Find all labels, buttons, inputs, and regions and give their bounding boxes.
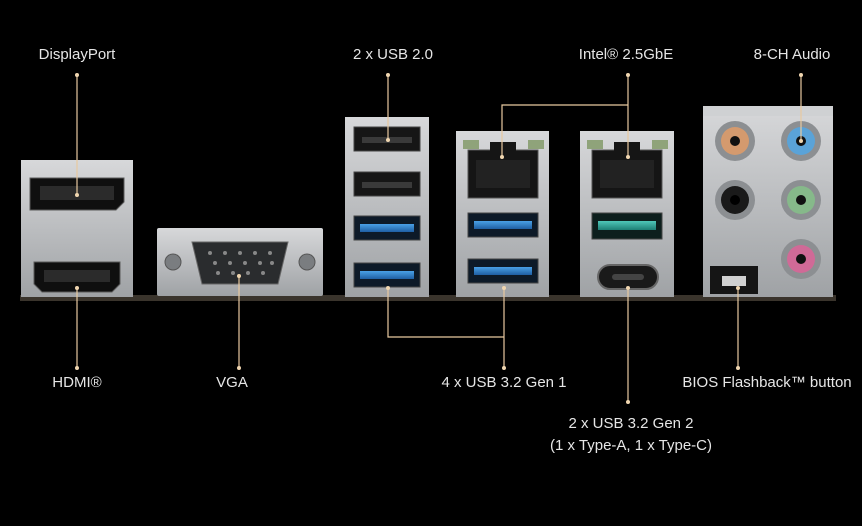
audio-jack-pink bbox=[781, 239, 821, 279]
io-baseplate bbox=[20, 295, 836, 301]
usb-stack-left bbox=[345, 117, 429, 297]
label-displayport: DisplayPort bbox=[38, 46, 116, 63]
audio-jack-orange bbox=[715, 121, 755, 161]
label-hdmi: HDMI® bbox=[52, 374, 102, 391]
lan-usb-stack bbox=[456, 131, 549, 297]
leader-endpoints bbox=[75, 73, 803, 404]
audio-jack-green bbox=[781, 180, 821, 220]
label-bios-flashback: BIOS Flashback™ button bbox=[682, 374, 852, 391]
label-usb20: 2 x USB 2.0 bbox=[352, 46, 434, 63]
leader-lines bbox=[76, 75, 802, 402]
label-vga: VGA bbox=[216, 374, 248, 391]
displayport-hdmi-stack bbox=[21, 160, 133, 297]
audio-jack-black bbox=[715, 180, 755, 220]
vga-connector bbox=[157, 228, 323, 296]
label-audio: 8-CH Audio bbox=[753, 46, 831, 63]
label-usb32g1: 4 x USB 3.2 Gen 1 bbox=[441, 374, 567, 391]
lan-usb32g2-stack bbox=[580, 131, 674, 297]
label-usb32g2-line1: 2 x USB 3.2 Gen 2 bbox=[568, 415, 694, 432]
audio-panel bbox=[703, 106, 833, 297]
bios-flashback-button bbox=[710, 266, 758, 294]
label-usb32g2-line2: (1 x Type-A, 1 x Type-C) bbox=[549, 437, 713, 454]
label-intel-lan: Intel® 2.5GbE bbox=[578, 46, 674, 63]
